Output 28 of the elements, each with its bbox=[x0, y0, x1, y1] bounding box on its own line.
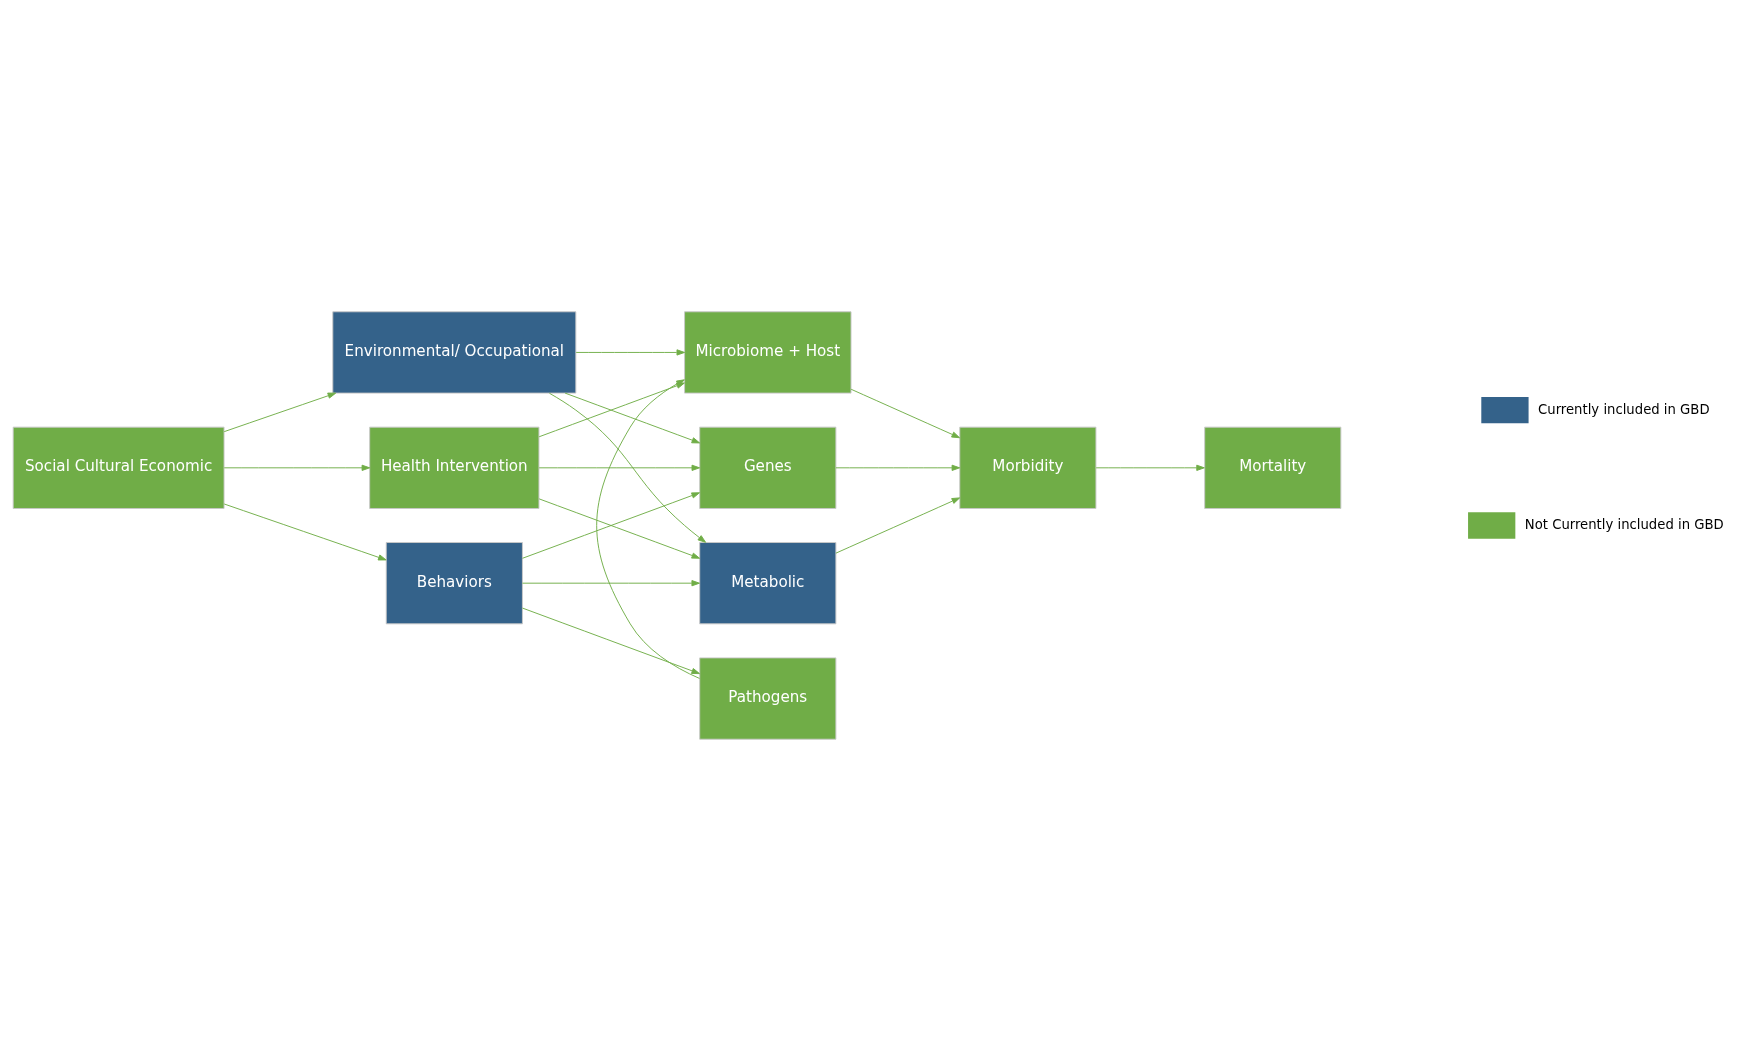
legend-label: Currently included in GBD bbox=[1538, 401, 1710, 417]
arrow bbox=[522, 607, 700, 674]
node-box: Social Cultural Economic bbox=[12, 426, 225, 509]
node-box: Metabolic bbox=[699, 541, 837, 624]
arrow bbox=[835, 464, 961, 471]
arrow bbox=[223, 392, 337, 432]
arrow bbox=[538, 464, 701, 471]
arrow bbox=[596, 378, 700, 679]
arrow bbox=[564, 392, 701, 443]
arrow bbox=[850, 388, 960, 438]
arrow bbox=[538, 497, 701, 559]
arrow bbox=[223, 464, 371, 471]
arrow bbox=[223, 503, 387, 560]
node-box: Behaviors bbox=[385, 541, 523, 624]
legend-label: Not Currently included in GBD bbox=[1524, 516, 1724, 532]
arrow bbox=[575, 348, 685, 356]
arrow bbox=[835, 496, 961, 554]
arrow bbox=[548, 392, 707, 543]
arrow bbox=[522, 579, 700, 586]
node-box: Mortality bbox=[1204, 426, 1342, 509]
node-box: Morbidity bbox=[959, 426, 1097, 509]
node-box: Environmental/ Occupational bbox=[332, 310, 577, 394]
arrow bbox=[1095, 464, 1205, 471]
node-box: Health Intervention bbox=[369, 426, 540, 509]
arrow bbox=[522, 491, 700, 559]
node-box: Genes bbox=[699, 426, 837, 509]
node-box: Microbiome + Host bbox=[684, 310, 852, 394]
node-box: Pathogens bbox=[699, 656, 837, 740]
